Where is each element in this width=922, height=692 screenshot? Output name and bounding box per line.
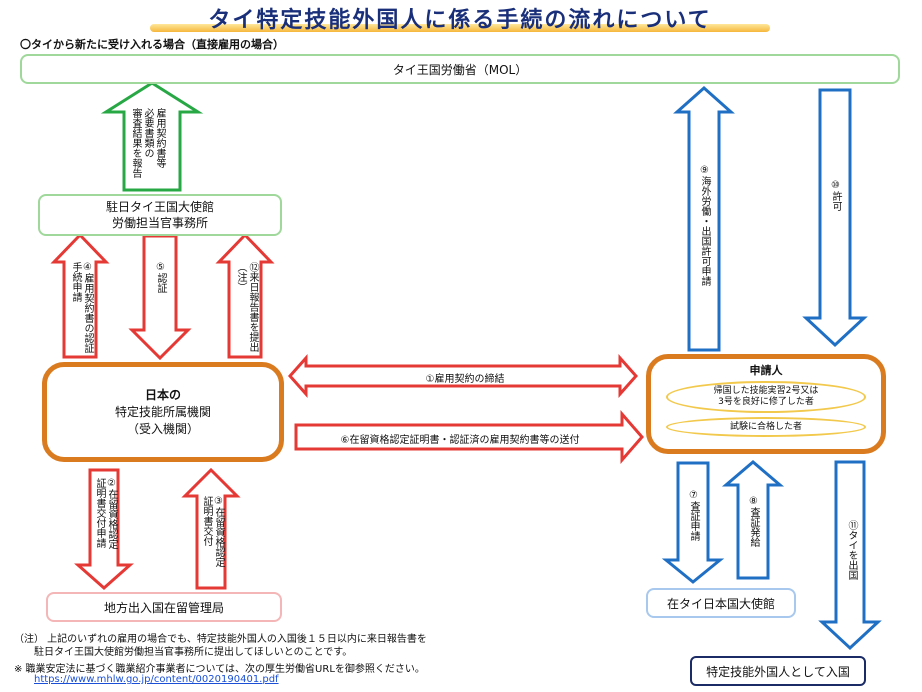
label-step6: ⑥在留資格認定証明書・認証済の雇用契約書等の送付: [340, 435, 580, 446]
node-mol-label: タイ王国労働省（MOL）: [392, 62, 528, 77]
arrow-report-up: [100, 81, 204, 192]
arrow-step11-down: [818, 460, 882, 651]
page-subtitle: 〇タイから新たに受け入れる場合（直接雇用の場合）: [20, 38, 284, 51]
node-thai-embassy: 駐日タイ王国大使館 労働担当官事務所: [38, 194, 282, 236]
node-entry: 特定技能外国人として入国: [690, 656, 866, 686]
arrow-step10-down: [802, 88, 868, 348]
label-step9: ⑨海外労働・出国許可申請: [699, 165, 710, 286]
node-entry-label: 特定技能外国人として入国: [706, 664, 850, 679]
arrow-step6-right: [294, 409, 644, 465]
label-step11: ⑪タイを出国: [846, 520, 857, 580]
note-1-line2: 駐日タイ王国大使館労働担当官事務所に提出してほしいとのことです。: [34, 647, 353, 658]
label-step10: ⑩許可: [830, 180, 841, 211]
arrow-step3-up: [181, 467, 241, 590]
arrow-step4-up: [50, 232, 110, 359]
arrow-step1-double: [287, 354, 639, 398]
arrow-step2-down: [74, 468, 134, 591]
node-org-line3: （受入機関）: [126, 421, 199, 436]
label-step8: ⑧査証発給: [748, 496, 759, 547]
label-step3: ③在留資格認定 証明書交付: [201, 496, 224, 567]
note-1-line1: （注） 上記のいずれの雇用の場合でも、特定技能外国人の入国後１５日以内に来日報告…: [14, 634, 427, 645]
node-applicant: 申請人 帰国した技能実習2号又は 3号を良好に修了した者 試験に合格した者: [646, 354, 886, 454]
node-receiving-organization: 日本の 特定技能所属機関 （受入機関）: [42, 362, 284, 462]
applicant-condition-exam: 試験に合格した者: [666, 417, 866, 437]
label-step12: ⑫来日報告書を提出 （注）: [235, 262, 258, 352]
arrow-step5-down: [128, 234, 192, 361]
node-mol: タイ王国労働省（MOL）: [20, 54, 900, 84]
note-2: ※ 職業安定法に基づく職業紹介事業者については、次の厚生労働省URLを御参照くだ…: [14, 664, 425, 675]
arrow-step9-up: [673, 85, 735, 352]
applicant-condition-trainee: 帰国した技能実習2号又は 3号を良好に修了した者: [666, 381, 866, 413]
label-step1: ①雇用契約の締結: [425, 374, 505, 385]
title-underline: [150, 24, 770, 32]
node-applicant-label: 申請人: [749, 364, 783, 377]
node-japan-embassy: 在タイ日本国大使館: [646, 588, 796, 618]
arrow-step8-up: [721, 460, 785, 580]
node-org-line2: 特定技能所属機関: [114, 404, 211, 419]
arrow-step12-up: [215, 232, 275, 359]
node-japan-embassy-label: 在タイ日本国大使館: [666, 596, 775, 611]
mhlw-url-link[interactable]: https://www.mhlw.go.jp/content/002019040…: [34, 674, 279, 685]
node-immigration-label: 地方出入国在留管理局: [103, 600, 224, 615]
node-thai-embassy-line1: 駐日タイ王国大使館: [105, 200, 214, 214]
label-step5: ⑤認証: [155, 262, 166, 293]
label-step4: ④雇用契約書の認証 手続申請: [70, 262, 93, 353]
node-org-line1: 日本の: [144, 387, 181, 402]
label-report: 雇用契約書等 必要書類の 審査結果を報告: [130, 108, 165, 178]
label-step7: ⑦査証申請: [688, 490, 699, 541]
label-step2: ②在留資格認定 証明書交付申請: [94, 478, 117, 549]
page-title: タイ特定技能外国人に係る手続の流れについて: [208, 8, 712, 33]
arrow-step7-down: [661, 461, 725, 584]
node-immigration-bureau: 地方出入国在留管理局: [46, 592, 282, 622]
node-thai-embassy-line2: 労働担当官事務所: [111, 216, 208, 230]
